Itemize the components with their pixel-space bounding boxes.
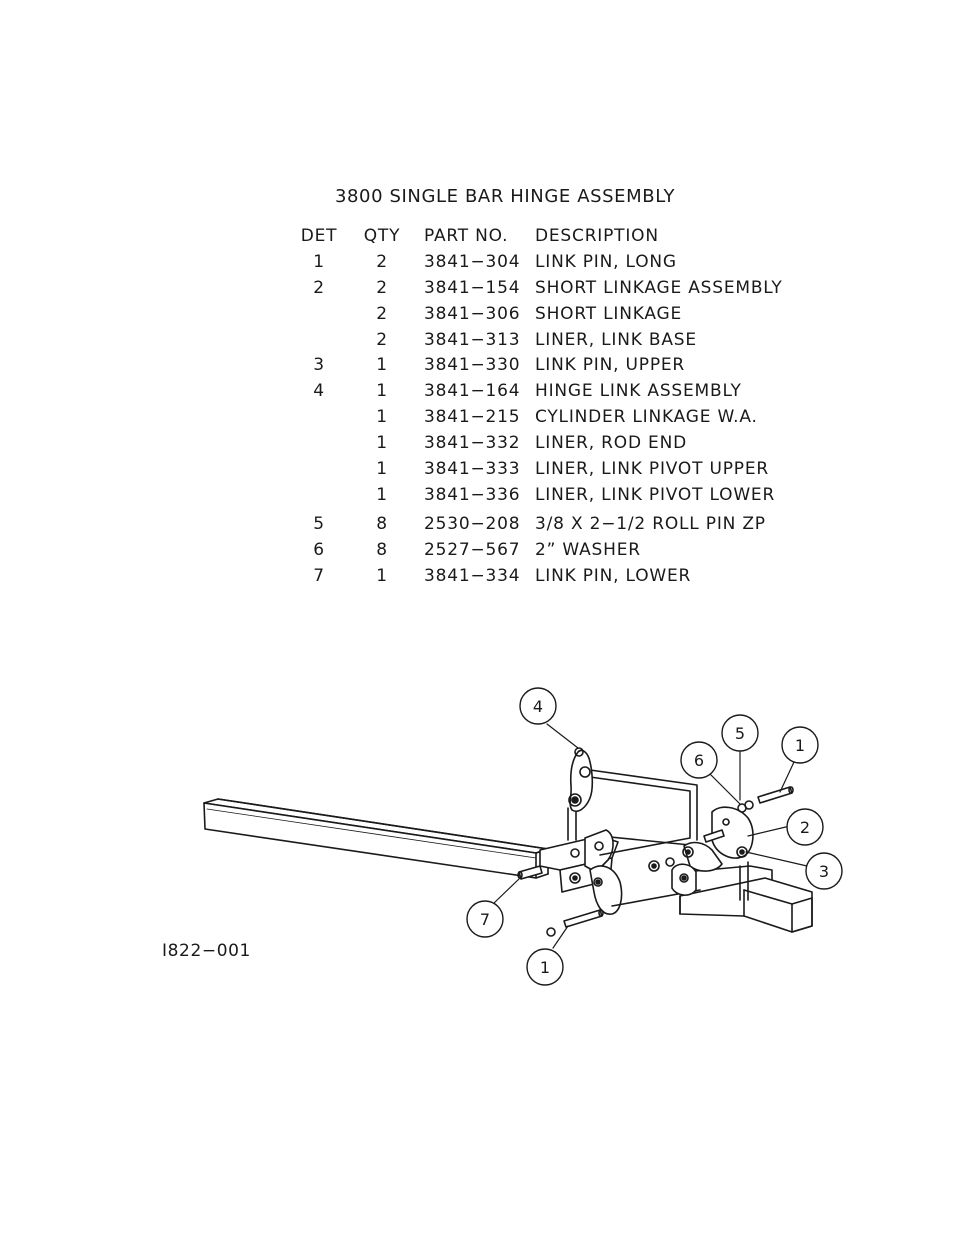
cell-det: 3 xyxy=(313,355,325,376)
cell-description: LINER, LINK PIVOT UPPER xyxy=(535,459,769,480)
cell-qty: 1 xyxy=(376,565,388,586)
header-qty: QTY xyxy=(363,226,401,246)
callout-label: 3 xyxy=(819,862,829,881)
cell-det: 5 xyxy=(313,513,325,534)
callout-balloons: 4 5 1 6 2 3 7 1 xyxy=(466,687,843,986)
cell-description: 3/8 X 2−1/2 ROLL PIN ZP xyxy=(535,513,766,534)
drawing-number: I822−001 xyxy=(162,941,251,961)
cell-description: HINGE LINK ASSEMBLY xyxy=(535,381,742,402)
link-pin-long-upper xyxy=(737,786,794,813)
callout-label: 1 xyxy=(540,958,550,977)
cell-part-no: 3841−334 xyxy=(424,565,521,586)
header-part-no: PART NO. xyxy=(424,226,509,246)
callout-leaders xyxy=(492,723,808,949)
callout-label: 5 xyxy=(735,724,745,743)
cell-description: SHORT LINKAGE xyxy=(535,303,683,324)
cell-part-no: 3841−154 xyxy=(424,277,521,298)
cell-qty: 2 xyxy=(376,329,388,350)
cell-part-no: 3841−330 xyxy=(424,355,521,376)
cell-qty: 8 xyxy=(376,513,388,534)
cell-description: LINK PIN, UPPER xyxy=(535,355,686,376)
cell-description: LINER, ROD END xyxy=(535,433,687,454)
cell-qty: 2 xyxy=(376,251,388,272)
cell-description: LINK PIN, LOWER xyxy=(535,565,692,586)
cell-det: 4 xyxy=(313,381,325,402)
callout-label: 6 xyxy=(694,751,704,770)
link-pin-long-lower xyxy=(546,909,604,937)
hinge-link-plate xyxy=(568,747,594,813)
callout-balloon: 1 xyxy=(526,948,564,986)
cell-part-no: 3841−304 xyxy=(424,251,521,272)
main-bar-tube xyxy=(203,798,549,879)
header-description: DESCRIPTION xyxy=(535,226,659,246)
cell-qty: 1 xyxy=(376,459,388,480)
cell-description: SHORT LINKAGE ASSEMBLY xyxy=(535,277,783,298)
cell-part-no: 3841−215 xyxy=(424,407,521,428)
link-pin-upper xyxy=(703,829,725,843)
callout-label: 1 xyxy=(795,736,805,755)
callout-balloon: 7 xyxy=(466,900,504,938)
cell-det: 2 xyxy=(313,277,325,298)
cell-description: 2” WASHER xyxy=(535,539,641,560)
cell-part-no: 3841−336 xyxy=(424,484,521,505)
callout-label: 4 xyxy=(533,697,543,716)
cell-part-no: 3841−332 xyxy=(424,433,521,454)
cell-part-no: 3841−164 xyxy=(424,381,521,402)
cell-qty: 2 xyxy=(376,277,388,298)
short-linkage-right xyxy=(671,841,723,896)
cell-qty: 8 xyxy=(376,539,388,560)
link-flange-plate xyxy=(711,806,754,859)
link-pin-lower xyxy=(517,865,543,880)
cell-det: 1 xyxy=(313,251,325,272)
callout-balloon: 4 xyxy=(519,687,557,725)
right-tube xyxy=(679,861,813,933)
cell-part-no: 3841−306 xyxy=(424,303,521,324)
cell-qty: 1 xyxy=(376,381,388,402)
callout-balloon: 6 xyxy=(680,741,718,779)
callout-balloon: 2 xyxy=(786,808,824,846)
cell-part-no: 2527−567 xyxy=(424,539,521,560)
hinge-link-frame xyxy=(567,769,698,841)
callout-balloon: 3 xyxy=(805,852,843,890)
cell-part-no: 2530−208 xyxy=(424,513,521,534)
cell-part-no: 3841−313 xyxy=(424,329,521,350)
cell-qty: 1 xyxy=(376,433,388,454)
cell-description: LINK PIN, LONG xyxy=(535,251,677,272)
cell-description: CYLINDER LINKAGE W.A. xyxy=(535,407,758,428)
cell-description: LINER, LINK PIVOT LOWER xyxy=(535,484,776,505)
cell-det: 7 xyxy=(313,565,325,586)
assembly-title: 3800 SINGLE BAR HINGE ASSEMBLY xyxy=(334,186,676,207)
callout-label: 7 xyxy=(480,910,490,929)
callout-balloon: 1 xyxy=(781,726,819,764)
callout-balloon: 5 xyxy=(721,714,759,752)
cell-qty: 2 xyxy=(376,303,388,324)
short-linkage-left xyxy=(569,829,623,915)
cell-description: LINER, LINK BASE xyxy=(535,329,697,350)
callout-label: 2 xyxy=(800,818,810,837)
header-det: DET xyxy=(300,226,338,246)
cell-qty: 1 xyxy=(376,355,388,376)
cell-qty: 1 xyxy=(376,407,388,428)
cell-part-no: 3841−333 xyxy=(424,459,521,480)
cell-det: 6 xyxy=(313,539,325,560)
cell-qty: 1 xyxy=(376,484,388,505)
